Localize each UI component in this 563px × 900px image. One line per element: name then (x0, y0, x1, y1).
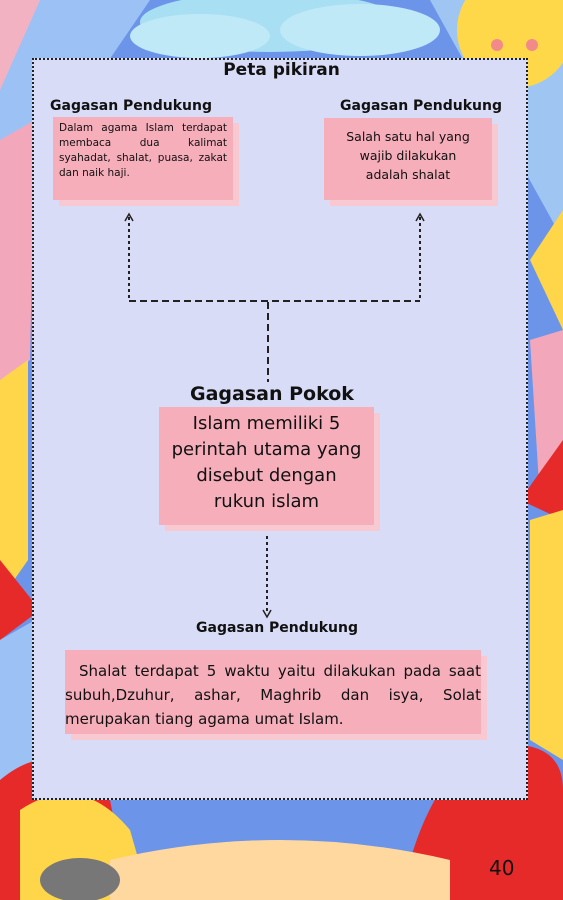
support-bottom-text: Shalat terdapat 5 waktu yaitu dilakukan … (65, 662, 481, 728)
support-left-text: Dalam agama Islam terdapat membaca dua k… (59, 122, 227, 179)
support-right-card: Salah satu hal yang wajib dilakukan adal… (324, 118, 492, 200)
main-idea-label: Gagasan Pokok (190, 383, 354, 405)
support-right-text: Salah satu hal yang wajib dilakukan adal… (346, 129, 470, 182)
page-number: 40 (489, 856, 515, 880)
support-left-card: Dalam agama Islam terdapat membaca dua k… (53, 117, 233, 200)
page-title: Peta pikiran (223, 60, 340, 80)
support-bottom-label: Gagasan Pendukung (196, 620, 359, 636)
support-left-label: Gagasan Pendukung (50, 98, 213, 114)
main-idea-card: Islam memiliki 5 perintah utama yang dis… (159, 407, 374, 525)
support-right-label: Gagasan Pendukung (340, 98, 503, 114)
main-idea-text: Islam memiliki 5 perintah utama yang dis… (171, 413, 362, 512)
support-bottom-card: Shalat terdapat 5 waktu yaitu dilakukan … (65, 650, 481, 734)
